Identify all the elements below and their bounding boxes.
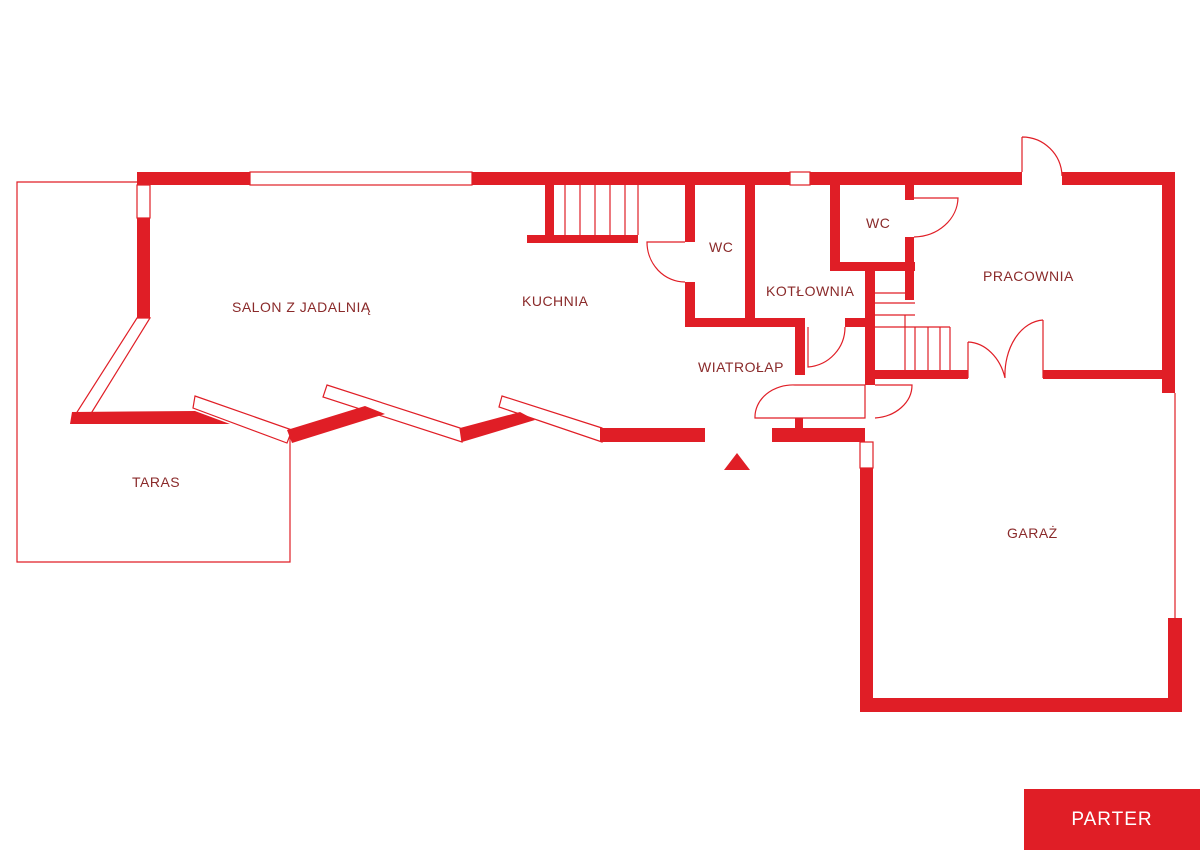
terrace-outline [16, 181, 291, 563]
room-label-taras: TARAS [132, 474, 181, 490]
walls [70, 136, 1182, 712]
room-label-wc2: WC [866, 215, 891, 231]
room-label-kuchnia: KUCHNIA [522, 293, 589, 309]
room-label-wc1: WC [709, 239, 734, 255]
room-label-wiatrolap: WIATROŁAP [698, 359, 784, 375]
room-label-kotlownia: KOTŁOWNIA [766, 283, 855, 299]
room-label-pracownia: PRACOWNIA [983, 268, 1074, 284]
room-label-garaz: GARAŻ [1007, 525, 1058, 541]
floor-label-badge: PARTER [1024, 789, 1200, 850]
room-label-salon: SALON Z JADALNIĄ [232, 299, 371, 315]
entrance-arrow-icon [724, 453, 750, 470]
